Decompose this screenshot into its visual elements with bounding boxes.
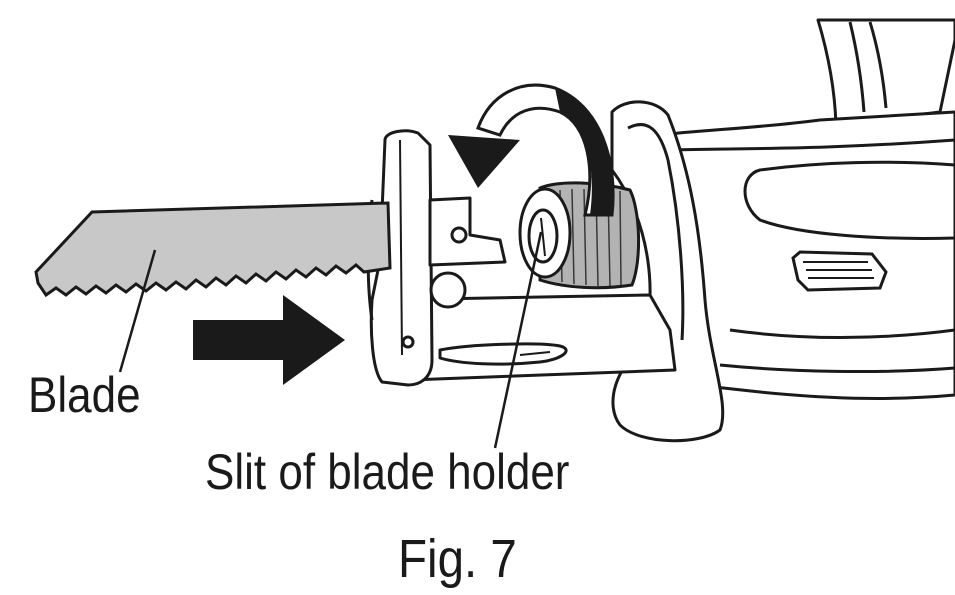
arrow-right-icon — [193, 295, 345, 385]
blade-leader-line — [118, 249, 157, 373]
clamp-plate — [366, 129, 507, 387]
slit-of-blade-holder-label: Slit of blade holder — [205, 444, 570, 500]
blade-holder-shaft — [378, 293, 677, 382]
figure-caption: Fig. 7 — [398, 529, 517, 589]
rotate-ccw-arrow-icon — [448, 83, 615, 217]
leader-lines — [118, 231, 543, 449]
saw-blade — [34, 201, 392, 298]
blade-label: Blade — [28, 367, 141, 423]
release-button — [791, 250, 888, 292]
slit-leader-line — [493, 231, 543, 449]
blade-holder-knob — [518, 181, 640, 290]
